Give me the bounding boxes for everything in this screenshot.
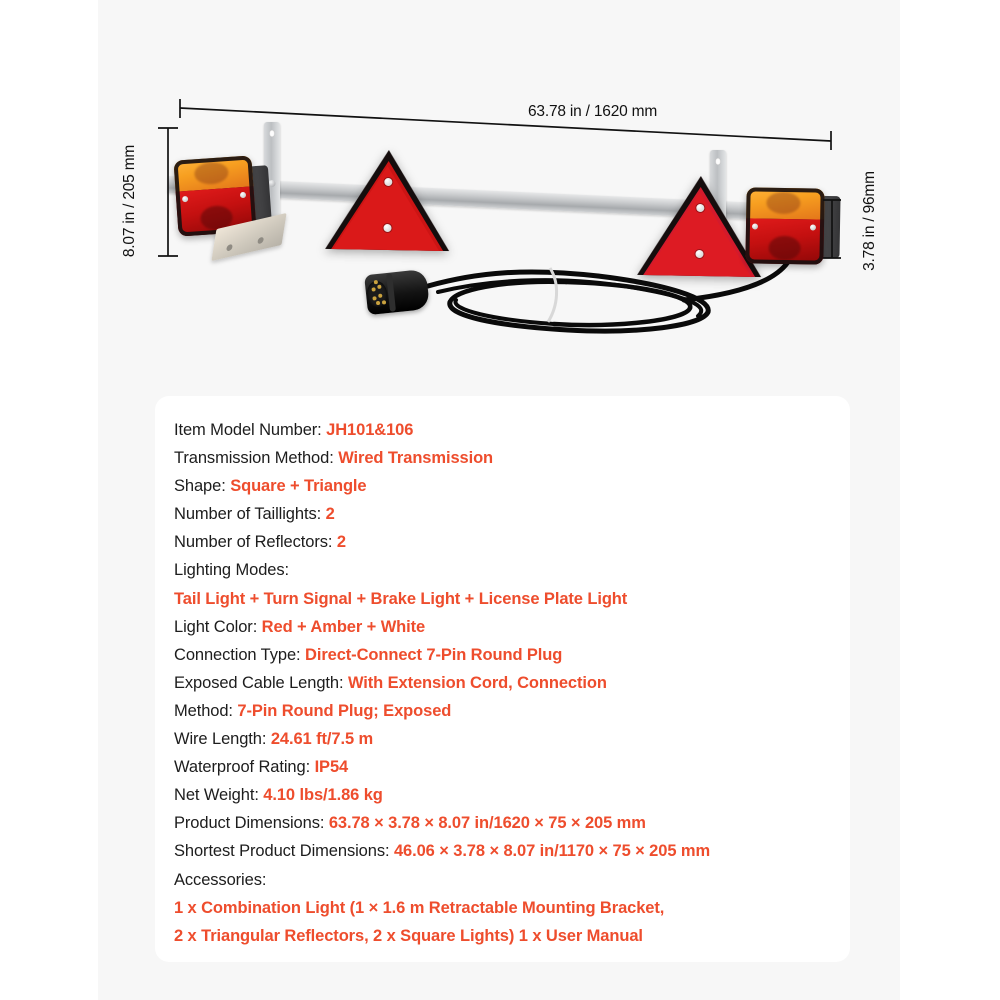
spec-label: Item Model Number: — [174, 421, 322, 439]
spec-value: 2 — [325, 505, 335, 524]
spec-row-accent: 2 x Triangular Reflectors, 2 x Square Li… — [174, 926, 643, 945]
spec-row: Lighting Modes: — [174, 556, 850, 584]
wiring-harness-icon — [425, 207, 796, 334]
spec-value: JH101&106 — [326, 421, 414, 439]
spec-value: 24.61 ft/7.5 m — [270, 730, 374, 749]
spec-label: Shortest Product Dimensions: — [174, 842, 390, 861]
spec-row: Accessories: — [174, 866, 850, 894]
spec-value: 63.78 × 3.78 × 8.07 in/1620 × 75 × 205 m… — [328, 814, 646, 833]
product-image-area: 63.78 in / 1620 mm 8.07 in / 205 mm 3.78… — [98, 0, 900, 390]
spec-value: Square + Triangle — [230, 477, 367, 496]
spec-row: Transmission Method: Wired Transmission — [174, 444, 850, 472]
spec-row: Shortest Product Dimensions: 46.06 × 3.7… — [174, 837, 850, 865]
spec-value: 7-Pin Round Plug; Exposed — [237, 701, 452, 720]
spec-row: Product Dimensions: 63.78 × 3.78 × 8.07 … — [174, 809, 850, 837]
spec-value: Wired Transmission — [338, 449, 494, 468]
mounting-bracket-right — [710, 150, 726, 272]
spec-label: Number of Taillights: — [174, 505, 322, 524]
spec-row: Number of Taillights: 2 — [174, 500, 850, 528]
spec-row: Item Model Number: JH101&106 — [174, 416, 850, 444]
spec-label: Accessories: — [174, 870, 267, 889]
spec-label: Method: — [174, 701, 233, 720]
dimension-lines — [158, 99, 841, 259]
spec-row-accent: 1 x Combination Light (1 × 1.6 m Retract… — [174, 898, 665, 917]
spec-value: 4.10 lbs/1.86 kg — [263, 786, 383, 805]
spec-row: Number of Reflectors: 2 — [174, 528, 850, 556]
spec-row: Shape: Square + Triangle — [174, 472, 850, 500]
spec-value: 46.06 × 3.78 × 8.07 in/1170 × 75 × 205 m… — [393, 842, 711, 861]
spec-label: Connection Type: — [174, 645, 301, 664]
spec-value: Red + Amber + White — [261, 617, 426, 636]
spec-row: Exposed Cable Length: With Extension Cor… — [174, 669, 850, 697]
spec-row: Connection Type: Direct-Connect 7-Pin Ro… — [174, 641, 850, 669]
spec-value: IP54 — [314, 758, 349, 777]
spec-label: Lighting Modes: — [174, 561, 289, 580]
spec-label: Waterproof Rating: — [174, 758, 311, 777]
spec-label: Number of Reflectors: — [174, 533, 333, 552]
spec-value: With Extension Cord, Connection — [347, 673, 607, 692]
spec-value: 2 — [336, 533, 346, 552]
spec-row-accent: Tail Light + Turn Signal + Brake Light +… — [174, 589, 628, 608]
spec-row: Wire Length: 24.61 ft/7.5 m — [174, 725, 850, 753]
spec-row: Light Color: Red + Amber + White — [174, 613, 850, 641]
spec-row: Waterproof Rating: IP54 — [174, 753, 850, 781]
spec-row: Method: 7-Pin Round Plug; Exposed — [174, 697, 850, 725]
spec-label: Shape: — [174, 477, 226, 496]
dimension-label-width: 63.78 in / 1620 mm — [528, 103, 658, 120]
spec-row: Net Weight: 4.10 lbs/1.86 kg — [174, 781, 850, 809]
specifications-card: Item Model Number: JH101&106 Transmissio… — [155, 396, 850, 962]
spec-label: Exposed Cable Length: — [174, 673, 344, 692]
spec-label: Wire Length: — [174, 730, 267, 749]
spec-value: Direct-Connect 7-Pin Round Plug — [305, 645, 563, 664]
spec-label: Transmission Method: — [174, 449, 334, 468]
product-photo — [98, 0, 900, 390]
spec-label: Light Color: — [174, 617, 258, 636]
dimension-label-height: 8.07 in / 205 mm — [121, 144, 139, 258]
spec-label: Net Weight: — [174, 786, 259, 805]
spec-label: Product Dimensions: — [174, 814, 325, 833]
dimension-label-depth: 3.78 in / 96mm — [860, 171, 878, 271]
